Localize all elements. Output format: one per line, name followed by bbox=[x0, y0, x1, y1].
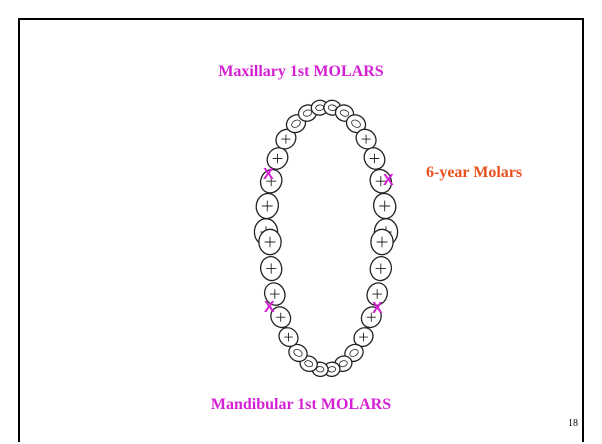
x-mark-upper-right-molar: X bbox=[263, 166, 274, 184]
x-mark-upper-left-molar: X bbox=[383, 172, 394, 190]
x-mark-lower-left-molar: X bbox=[372, 300, 383, 318]
mandibular-tooth bbox=[368, 255, 394, 283]
mandibular-tooth bbox=[258, 255, 284, 283]
maxillary-tooth bbox=[371, 191, 398, 220]
maxillary-tooth bbox=[254, 191, 281, 220]
mandibular-tooth bbox=[371, 229, 393, 254]
maxillary-arch bbox=[254, 99, 398, 245]
mandibular-tooth bbox=[259, 229, 281, 254]
x-mark-lower-right-molar: X bbox=[264, 299, 275, 317]
